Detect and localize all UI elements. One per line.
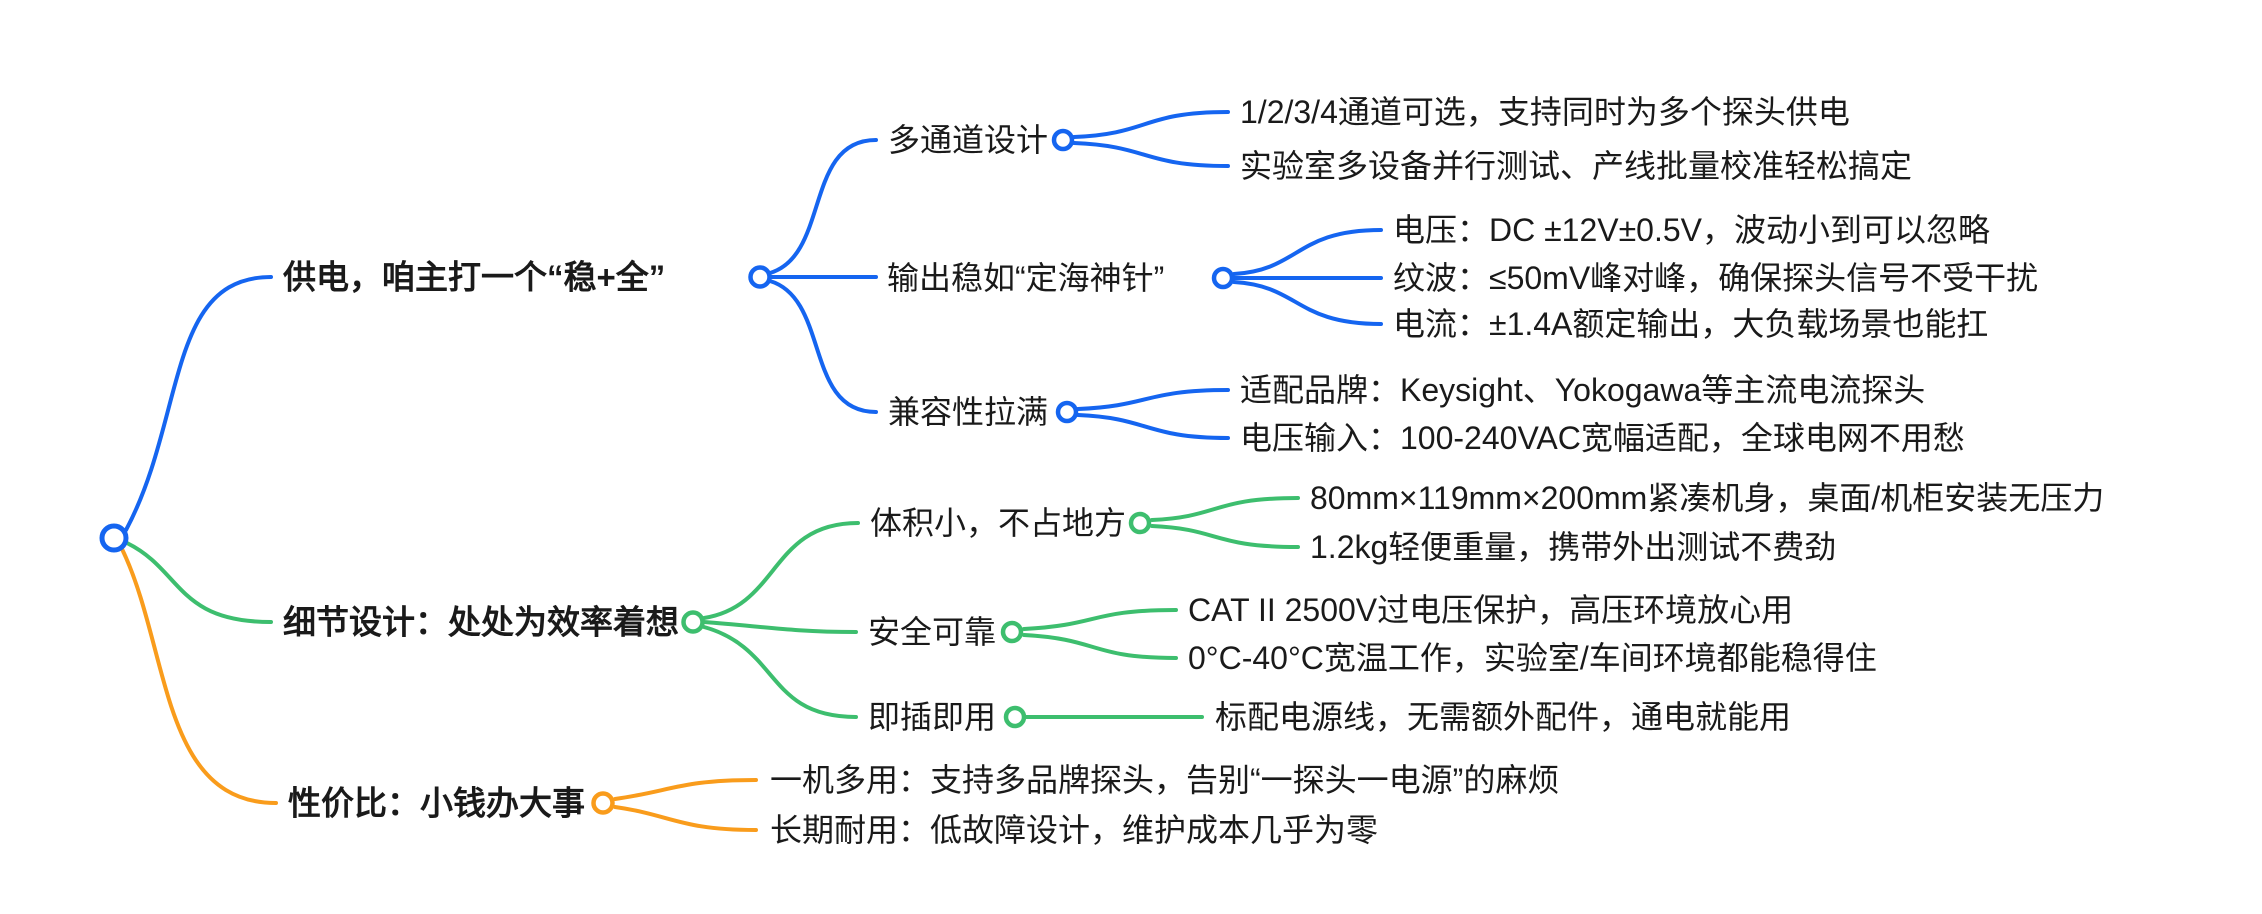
edge-size-dimensions bbox=[1150, 496, 1300, 522]
leaf-dimensions[interactable]: 80mm×119mm×200mm紧凑机身，桌面/机柜安装无压力 bbox=[1310, 480, 2104, 516]
edge-stable-current bbox=[1232, 280, 1383, 326]
edge-size-weight bbox=[1150, 524, 1300, 549]
edge-compat-brands bbox=[1076, 388, 1230, 411]
leaf-temperature[interactable]: 0°C-40°C宽温工作，实验室/车间环境都能稳得住 bbox=[1188, 640, 1877, 676]
topic-power-supply-label[interactable]: 供电，咱主打一个“稳+全” bbox=[283, 259, 665, 296]
leaf-multi-use[interactable]: 一机多用：支持多品牌探头，告别“一探头一电源”的麻烦 bbox=[770, 762, 1559, 798]
edge-power-compat bbox=[768, 279, 878, 414]
edge-root-design bbox=[125, 541, 273, 624]
leaf-overvoltage[interactable]: CAT II 2500V过电压保护，高压环境放心用 bbox=[1188, 592, 1793, 628]
node-compatibility[interactable] bbox=[1055, 400, 1079, 424]
leaf-parallel-test[interactable]: 实验室多设备并行测试、产线批量校准轻松搞定 bbox=[1240, 148, 1912, 184]
edge-compat-input bbox=[1076, 413, 1230, 440]
topic-safety-label[interactable]: 安全可靠 bbox=[868, 614, 996, 650]
topic-compatibility-label[interactable]: 兼容性拉满 bbox=[888, 394, 1048, 430]
node-compact-size[interactable] bbox=[1128, 511, 1152, 535]
node-plug-and-play[interactable] bbox=[1003, 705, 1027, 729]
edge-design-plugplay bbox=[702, 625, 858, 719]
edge-multichannel-leaf1 bbox=[1072, 110, 1230, 139]
leaf-input-voltage[interactable]: 电压输入：100-240VAC宽幅适配，全球电网不用愁 bbox=[1240, 420, 1965, 456]
edge-design-safety bbox=[702, 620, 858, 634]
edge-power-multichannel bbox=[768, 138, 878, 275]
leaf-ripple[interactable]: 纹波：≤50mV峰对峰，确保探头信号不受干扰 bbox=[1393, 260, 2038, 296]
node-safety[interactable] bbox=[1000, 620, 1024, 644]
topic-multichannel-label[interactable]: 多通道设计 bbox=[888, 122, 1048, 158]
edge-safety-temperature bbox=[1022, 633, 1178, 660]
edge-multichannel-leaf2 bbox=[1072, 141, 1230, 168]
topic-stable-output-label[interactable]: 输出稳如“定海神针” bbox=[887, 260, 1164, 296]
topic-plug-and-play-label[interactable]: 即插即用 bbox=[868, 699, 996, 735]
edge-root-value bbox=[120, 547, 278, 805]
leaf-brands[interactable]: 适配品牌：Keysight、Yokogawa等主流电流探头 bbox=[1240, 372, 1925, 408]
edge-design-size bbox=[702, 521, 860, 620]
edge-root-power bbox=[124, 275, 273, 532]
edge-safety-overvoltage bbox=[1022, 608, 1178, 631]
node-detail-design[interactable] bbox=[681, 610, 705, 634]
edge-value-multiuse bbox=[613, 778, 758, 801]
node-cost-performance[interactable] bbox=[591, 791, 615, 815]
topic-detail-design-label[interactable]: 细节设计：处处为效率着想 bbox=[283, 604, 679, 641]
edge-stable-voltage bbox=[1232, 228, 1383, 276]
edge-value-durable bbox=[613, 805, 758, 832]
root-node[interactable] bbox=[99, 523, 129, 553]
topic-cost-performance-label[interactable]: 性价比：小钱办大事 bbox=[288, 785, 585, 822]
leaf-current[interactable]: 电流：±1.4A额定输出，大负载场景也能扛 bbox=[1393, 306, 1988, 342]
leaf-voltage[interactable]: 电压：DC ±12V±0.5V，波动小到可以忽略 bbox=[1393, 212, 1990, 248]
leaf-durability[interactable]: 长期耐用：低故障设计，维护成本几乎为零 bbox=[770, 812, 1378, 848]
leaf-weight[interactable]: 1.2kg轻便重量，携带外出测试不费劲 bbox=[1310, 529, 1836, 565]
topic-compact-size-label[interactable]: 体积小，不占地方 bbox=[870, 505, 1126, 541]
node-power-supply[interactable] bbox=[748, 265, 772, 289]
leaf-channels[interactable]: 1/2/3/4通道可选，支持同时为多个探头供电 bbox=[1240, 94, 1850, 130]
node-stable-output[interactable] bbox=[1211, 266, 1235, 290]
node-multichannel[interactable] bbox=[1051, 128, 1075, 152]
leaf-power-cord[interactable]: 标配电源线，无需额外配件，通电就能用 bbox=[1215, 699, 1791, 735]
